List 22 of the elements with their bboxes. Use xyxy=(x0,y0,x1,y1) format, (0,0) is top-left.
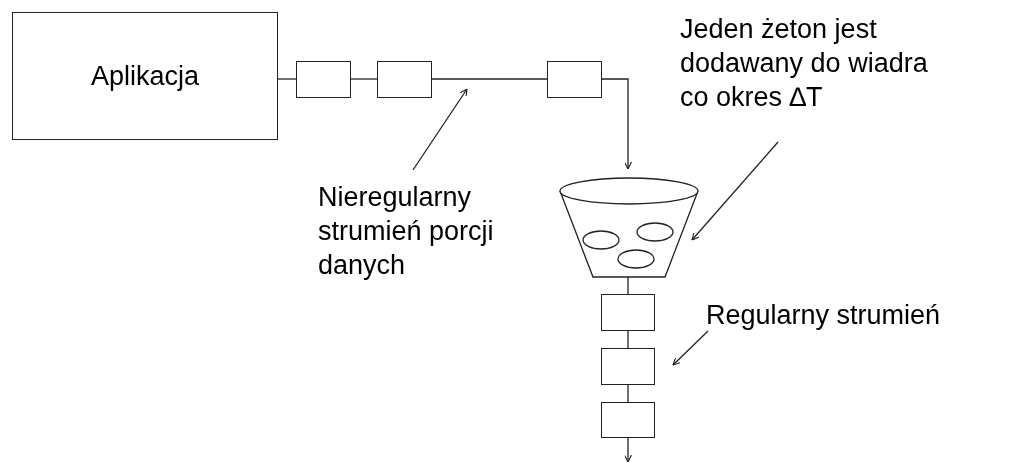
arrow xyxy=(601,78,633,170)
packet-box xyxy=(601,402,655,438)
leader-line xyxy=(691,141,779,241)
packet-box xyxy=(601,348,655,385)
annotation-text: Regularny strumień xyxy=(706,298,1006,334)
process-box: Aplikacja xyxy=(12,12,278,140)
leader-line xyxy=(412,88,468,171)
connector-line xyxy=(627,330,629,349)
bucket-drawing xyxy=(558,177,701,278)
connector-line xyxy=(627,276,629,295)
leader-line xyxy=(672,330,709,366)
arrow xyxy=(623,437,633,463)
packet-box xyxy=(547,61,602,98)
connector-line xyxy=(627,384,629,403)
packet-box xyxy=(296,61,351,98)
connector-line xyxy=(350,78,378,80)
packet-box xyxy=(377,61,432,98)
annotation-text: Nieregularny strumień porcji danych xyxy=(318,180,518,290)
annotation-text: Jeden żeton jest dodawany do wiadra co okres ∆T xyxy=(680,12,960,122)
packet-box xyxy=(601,294,655,331)
connector-line xyxy=(431,78,548,80)
connector-line xyxy=(277,78,297,80)
